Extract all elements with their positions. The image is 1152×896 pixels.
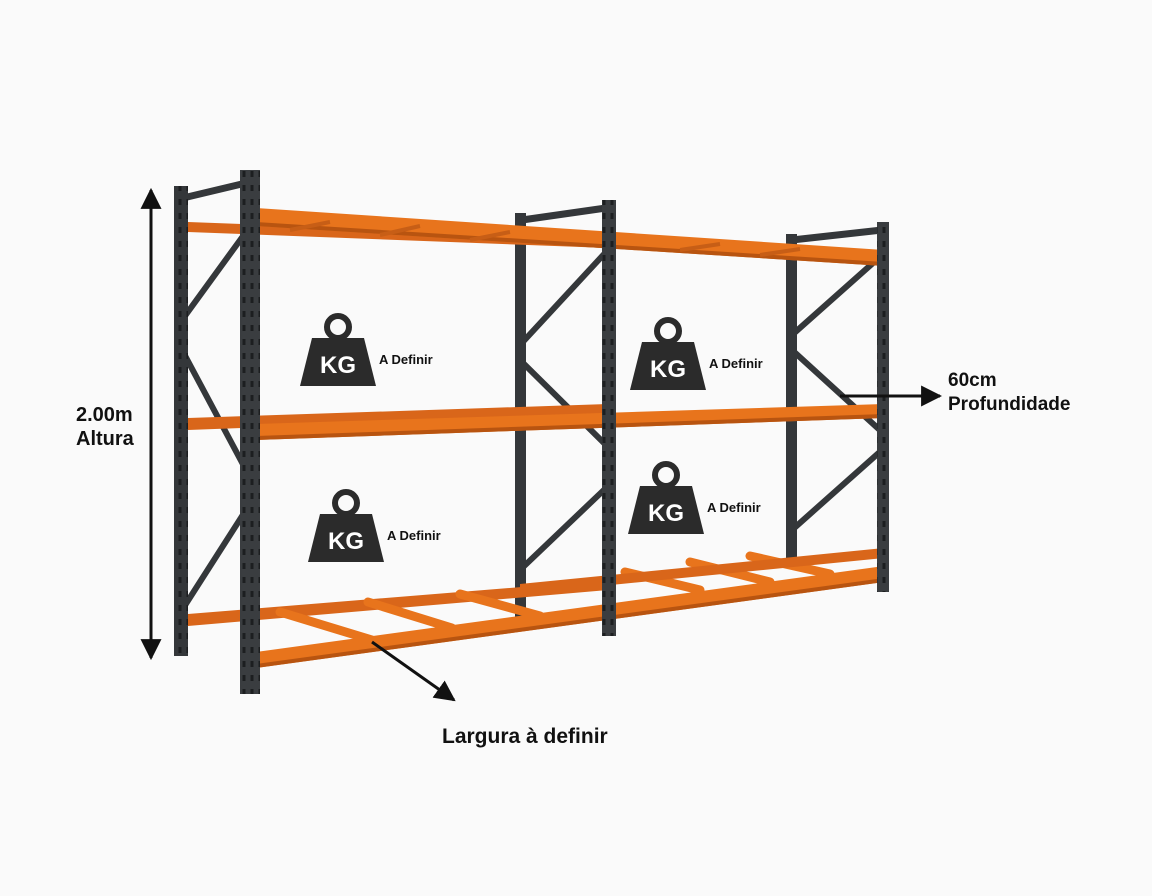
weight-icon bbox=[300, 338, 376, 386]
weight-unit-label: KG bbox=[320, 352, 356, 379]
weight-icon bbox=[630, 342, 706, 390]
weight-unit-label: KG bbox=[648, 500, 684, 527]
weight-capacity-note: A Definir bbox=[379, 352, 433, 367]
dimension-arrows bbox=[140, 187, 943, 702]
weight-handle-icon bbox=[654, 317, 682, 345]
depth-caption: Profundidade bbox=[948, 394, 1071, 415]
depth-dimension-label: 60cm Profundidade bbox=[948, 369, 1070, 417]
weight-handle-icon bbox=[332, 489, 360, 517]
weight-icon bbox=[628, 486, 704, 534]
weight-capacity-note: A Definir bbox=[387, 528, 441, 543]
height-value: 2.00m bbox=[76, 404, 133, 426]
weight-badge: KG A Definir bbox=[308, 489, 441, 562]
weight-icon bbox=[308, 514, 384, 562]
weight-unit-label: KG bbox=[650, 356, 686, 383]
height-caption: Altura bbox=[76, 428, 134, 450]
weight-badge: KG A Definir bbox=[300, 313, 433, 386]
width-arrow bbox=[371, 640, 456, 702]
width-dimension-label: Largura à definir bbox=[442, 725, 608, 748]
frame-bracing bbox=[179, 230, 885, 612]
height-dimension-label: 2.00m Altura bbox=[76, 403, 134, 451]
weight-unit-label: KG bbox=[328, 528, 364, 555]
frame-top-ties bbox=[182, 179, 883, 244]
weight-badge: KG A Definir bbox=[628, 461, 761, 534]
top-level-beams bbox=[188, 208, 884, 266]
bottom-level-beams bbox=[188, 548, 884, 668]
front-uprights bbox=[174, 170, 889, 694]
depth-value: 60cm bbox=[948, 370, 997, 391]
weight-capacity-note: A Definir bbox=[709, 356, 763, 371]
middle-level-beams bbox=[188, 404, 884, 440]
weight-badge: KG A Definir bbox=[630, 317, 763, 390]
weight-handle-icon bbox=[652, 461, 680, 489]
weight-capacity-note: A Definir bbox=[707, 500, 761, 515]
weight-handle-icon bbox=[324, 313, 352, 341]
